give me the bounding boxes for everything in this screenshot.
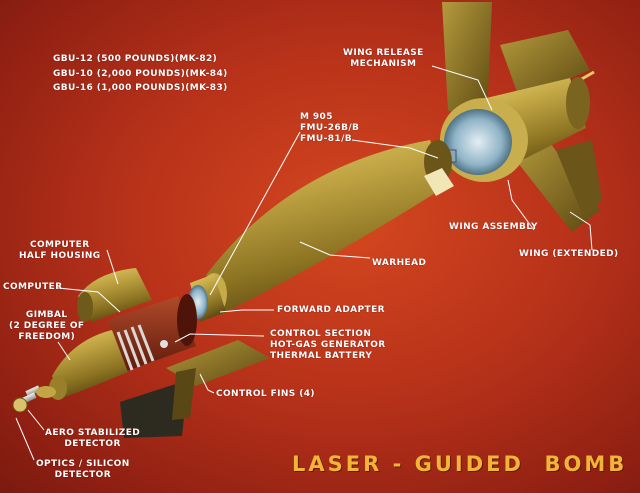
- tail-wings: [442, 2, 602, 232]
- label-forward-adapter: FORWARD ADAPTER: [277, 305, 385, 315]
- variant-gbu-10: GBU-10 (2,000 POUNDS)(MK-84): [53, 69, 228, 79]
- diagram-title: LASER - GUIDED BOMB: [292, 452, 628, 476]
- leader-lines: [15, 65, 593, 461]
- warhead-shape: [201, 140, 454, 315]
- label-gimbal: GIMBAL (2 DEGREE OF FREEDOM): [9, 310, 85, 342]
- label-control-fins: CONTROL FINS (4): [216, 389, 315, 399]
- label-optics-silicon-detector: OPTICS / SILICON DETECTOR: [36, 459, 130, 480]
- label-warhead: WARHEAD: [372, 258, 427, 268]
- label-control-section: CONTROL SECTION HOT-GAS GENERATOR THERMA…: [270, 329, 386, 361]
- control-fins-shape: [120, 340, 270, 438]
- label-wing-release-mechanism: WING RELEASE MECHANISM: [343, 48, 424, 69]
- label-fuze: M 905 FMU-26B/B FMU-81/B: [300, 112, 360, 144]
- label-aero-stabilized-detector: AERO STABILIZED DETECTOR: [45, 428, 141, 449]
- label-wing-assembly: WING ASSEMBLY: [449, 222, 538, 232]
- variant-gbu-12: GBU-12 (500 POUNDS)(MK-82): [53, 54, 218, 64]
- label-wing-extended: WING (EXTENDED): [519, 249, 619, 259]
- seeker-head-shape: [12, 330, 128, 413]
- label-computer: COMPUTER: [3, 282, 63, 292]
- control-section-shape: [108, 294, 197, 372]
- computer-half-housing-shape: [77, 268, 152, 322]
- label-computer-half-housing: COMPUTER HALF HOUSING: [19, 240, 101, 261]
- variant-gbu-16: GBU-16 (1,000 POUNDS)(MK-83): [53, 83, 228, 93]
